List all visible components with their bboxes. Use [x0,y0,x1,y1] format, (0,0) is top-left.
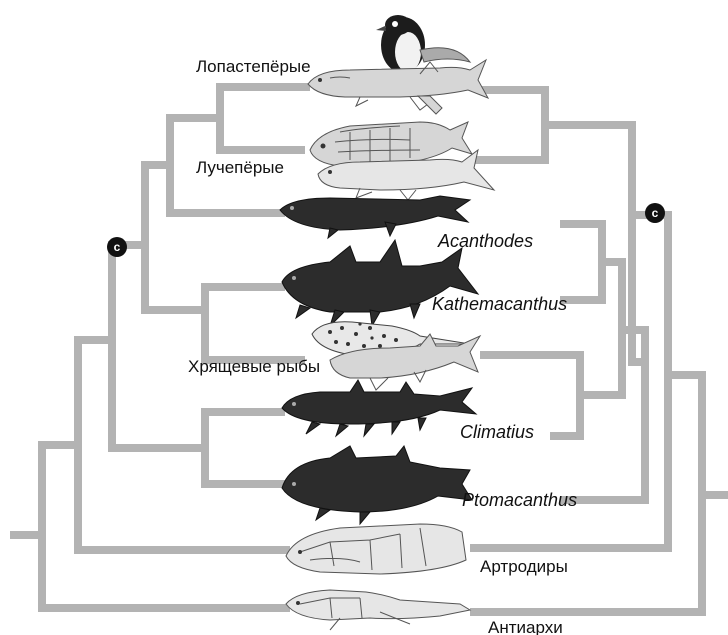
left-branch-sarco-actino [220,87,310,150]
label-sarcopterygii: Лопастепёрые [196,57,311,77]
right-node-marker: c [645,203,665,223]
right-branch-osteichthyes [545,125,645,362]
antiarch-illustration [286,590,470,630]
right-branch-sarco-actino [470,90,545,160]
left-branch-crown [145,165,205,310]
left-branch-clim-ptom [205,412,285,484]
climatius-illustration [282,380,476,436]
label-chondrichthyes: Хрящевые рыбы [188,357,320,377]
label-arthrodira: Артродиры [480,557,568,577]
right-tree [470,90,728,612]
left-branch-crown-gnathostomes [112,245,205,448]
label-antiarchi: Антиархи [488,618,563,635]
ptomacanthus-illustration [282,446,472,524]
left-branch-kathem-chondr [205,287,305,360]
label-actinopterygii: Лучепёрые [196,158,284,178]
label-ptomacanthus: Ptomacanthus [462,490,577,510]
label-acanthodes: Acanthodes [438,231,533,251]
left-node-marker: c [107,237,127,257]
right-branch-acanth-kathem [560,224,602,300]
arthrodire-illustration [286,524,466,574]
label-climatius: Climatius [460,422,534,442]
label-kathemacanthus: Kathemacanthus [432,294,567,314]
